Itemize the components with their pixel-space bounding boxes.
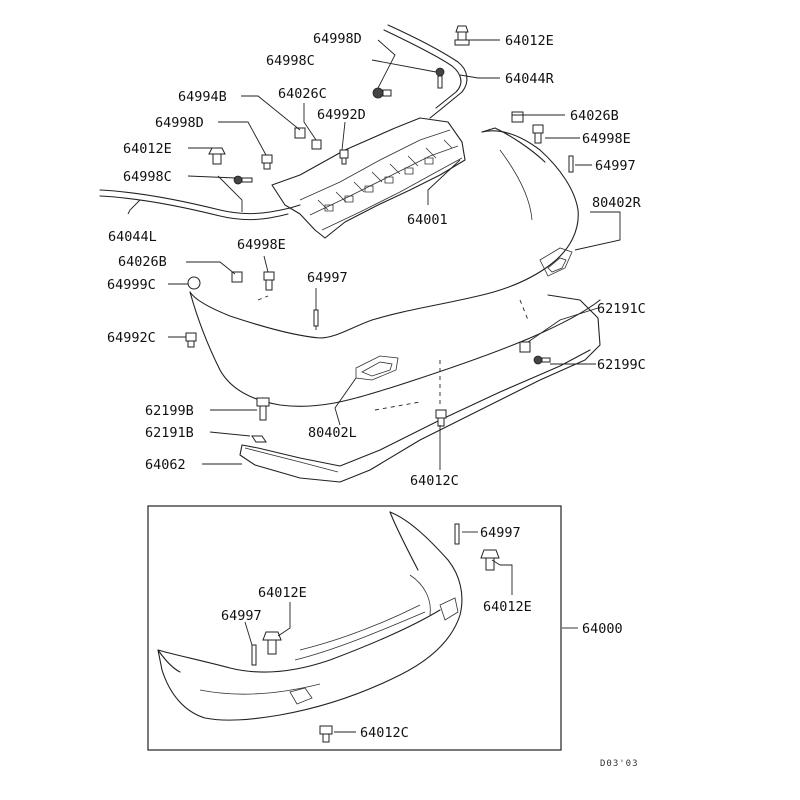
leader-lines: [127, 39, 621, 733]
clip-64992C: [185, 332, 197, 348]
label-64026B-right: 64026B: [570, 108, 619, 124]
clip-64012C-box: [319, 725, 333, 743]
screw-64998E-right: [532, 124, 544, 144]
screw-64998E-mid: [263, 271, 275, 291]
label-64012E-top: 64012E: [505, 33, 554, 49]
label-64012E-box-right: 64012E: [483, 599, 532, 615]
label-80402R: 80402R: [592, 195, 642, 211]
label-62199C: 62199C: [597, 357, 646, 373]
pin-64997-box-left: [251, 644, 257, 666]
screw-62199B: [256, 397, 270, 421]
label-64000: 64000: [582, 621, 623, 637]
screw-64998D-mid: [261, 154, 273, 170]
label-64012C-mid: 64012C: [410, 473, 459, 489]
box-fasteners: [251, 523, 500, 743]
label-64026C: 64026C: [278, 86, 327, 102]
label-64998D-top: 64998D: [313, 31, 362, 47]
nut-64999C: [187, 276, 201, 290]
bumper-cover-upper: [189, 127, 601, 407]
label-64044L: 64044L: [108, 229, 157, 245]
label-64044R: 64044R: [505, 71, 555, 87]
nut-64026C: [311, 139, 322, 150]
clip-64012E-box-left: [262, 631, 282, 655]
clip-64012C-mid: [435, 409, 447, 427]
screw-64998C-top: [435, 67, 445, 89]
reinforcement-64001: [271, 117, 466, 239]
pin-64997-box-top: [454, 523, 460, 545]
clip-64012E-left: [208, 147, 226, 165]
label-64998E-mid: 64998E: [237, 237, 286, 253]
label-64997-box: 64997: [480, 525, 521, 541]
screw-64998D-top: [372, 87, 392, 99]
label-80402L: 80402L: [308, 425, 357, 441]
clip-64012E-top: [454, 25, 470, 46]
clip-64012E-box-right: [480, 549, 500, 571]
bumper-assembly-64000: [157, 511, 463, 721]
clip-64992D: [339, 149, 349, 165]
label-64997-box-left: 64997: [221, 608, 262, 624]
label-64998C-top: 64998C: [266, 53, 315, 69]
label-64992D: 64992D: [317, 107, 366, 123]
clip-62191C: [519, 341, 531, 353]
assembly-box-64000: [147, 505, 562, 751]
nut-64026B-left: [231, 271, 243, 283]
clip-62191B: [251, 435, 267, 443]
label-64994B: 64994B: [178, 89, 227, 105]
fasteners: [185, 25, 574, 443]
label-64062: 64062: [145, 457, 186, 473]
nut-64994B: [294, 127, 306, 139]
label-64012E-box-left: 64012E: [258, 585, 307, 601]
label-64998D-mid: 64998D: [155, 115, 204, 131]
label-64012E-left: 64012E: [123, 141, 172, 157]
label-64992C: 64992C: [107, 330, 156, 346]
label-62191B: 62191B: [145, 425, 194, 441]
screw-62199C: [533, 355, 551, 365]
label-64998E-right: 64998E: [582, 131, 631, 147]
label-64026B-left: 64026B: [118, 254, 167, 270]
label-64997-right: 64997: [595, 158, 636, 174]
label-62191C: 62191C: [597, 301, 646, 317]
nut-64026B-right: [511, 111, 524, 123]
label-64997-mid: 64997: [307, 270, 348, 286]
retainer-64044R: [383, 24, 468, 119]
retainer-64044L: [99, 189, 301, 221]
pin-64997-mid: [313, 309, 319, 327]
label-62199B: 62199B: [145, 403, 194, 419]
label-64012C-box: 64012C: [360, 725, 409, 741]
lower-skirt-64062: [239, 294, 601, 483]
label-64999C: 64999C: [107, 277, 156, 293]
label-64001: 64001: [407, 212, 448, 228]
screw-64998C-left: [233, 175, 253, 185]
assembly-dashed-lines: [257, 295, 529, 411]
part-labels: 64998D 64012E 64998C 64044R 64994B 64026…: [107, 31, 646, 769]
drawing-code: D03'03: [600, 759, 639, 769]
pin-64997-right: [568, 155, 574, 173]
label-64998C-left: 64998C: [123, 169, 172, 185]
